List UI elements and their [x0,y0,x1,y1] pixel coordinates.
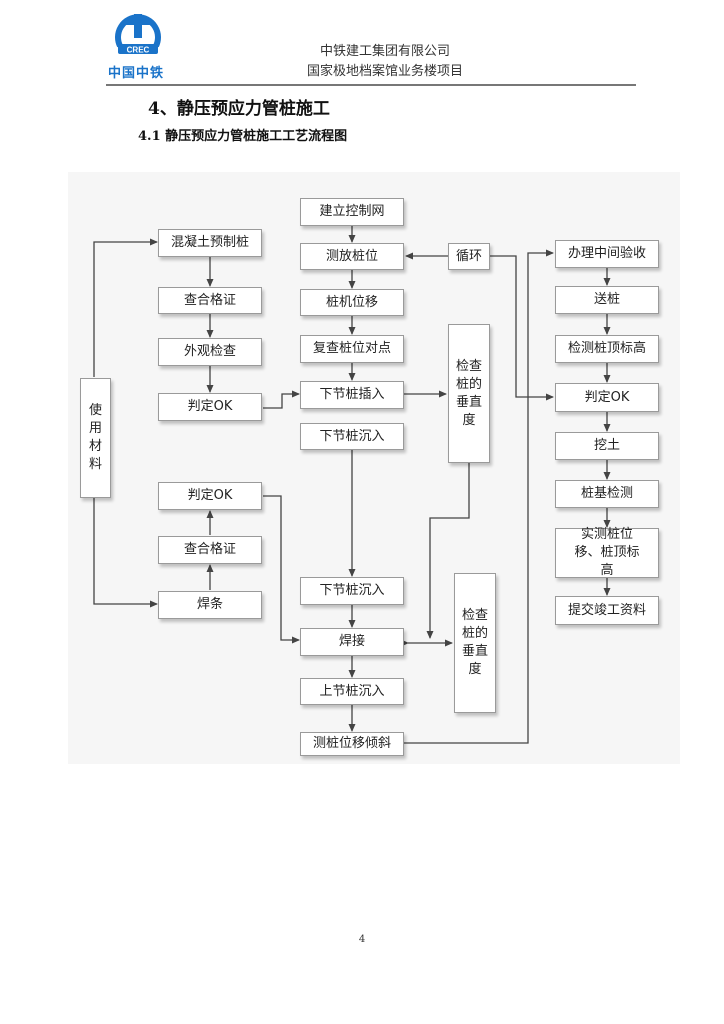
box-welding-rod: 焊条 [158,591,262,619]
header-divider [106,84,636,86]
box-establish-control-network: 建立控制网 [300,198,404,226]
company-logo-icon: CREC [115,14,161,55]
box-check-verticality-2: 检查桩的垂直度 [454,573,496,713]
page-number: 4 [358,934,366,945]
box-concrete-pile: 混凝土预制桩 [158,229,262,257]
box-lower-pile-sink-2: 下节桩沉入 [300,577,404,605]
box-use-materials: 使用材料 [80,378,111,498]
box-pile-foundation-test: 桩基检测 [555,480,659,508]
box-recheck-pile-alignment: 复查桩位对点 [300,335,404,363]
logo-text: 中国中铁 [108,66,165,81]
box-measure-displacement-elevation: 实测桩位移、桩顶标高 [555,527,659,578]
box-visual-inspection: 外观检查 [158,338,262,366]
box-submit-completion-docs: 提交竣工资料 [555,596,659,625]
box-excavation: 挖土 [555,432,659,460]
box-check-certificate-1: 查合格证 [158,287,262,314]
box-measure-pile-tilt: 测桩位移倾斜 [300,732,404,756]
box-cycle: 循环 [448,243,490,270]
section-title: 4、静压预应力管桩施工 [148,99,330,119]
box-check-certificate-2: 查合格证 [158,536,262,564]
box-deliver-pile: 送桩 [555,286,659,314]
box-judge-ok-2: 判定OK [158,482,262,510]
header-project: 国家极地档案馆业务楼项目 [306,64,463,79]
box-measure-pile-top: 检测桩顶标高 [555,335,659,363]
box-pile-machine-shift: 桩机位移 [300,289,404,316]
header-company: 中铁建工集团有限公司 [319,44,450,59]
box-intermediate-acceptance: 办理中间验收 [555,240,659,268]
box-judge-ok-1: 判定OK [158,393,262,421]
box-upper-pile-sink: 上节桩沉入 [300,678,404,705]
box-survey-pile-position: 测放桩位 [300,243,404,270]
flowchart-area [68,172,680,764]
subsection-title: 4.1 静压预应力管桩施工工艺流程图 [138,129,348,144]
box-lower-pile-sink-1: 下节桩沉入 [300,423,404,450]
svg-text:CREC: CREC [127,46,150,55]
box-welding: 焊接 [300,628,404,656]
box-judge-ok-right: 判定OK [555,383,659,412]
box-check-verticality-1: 检查桩的垂直度 [448,324,490,463]
box-lower-pile-insert: 下节桩插入 [300,381,404,409]
